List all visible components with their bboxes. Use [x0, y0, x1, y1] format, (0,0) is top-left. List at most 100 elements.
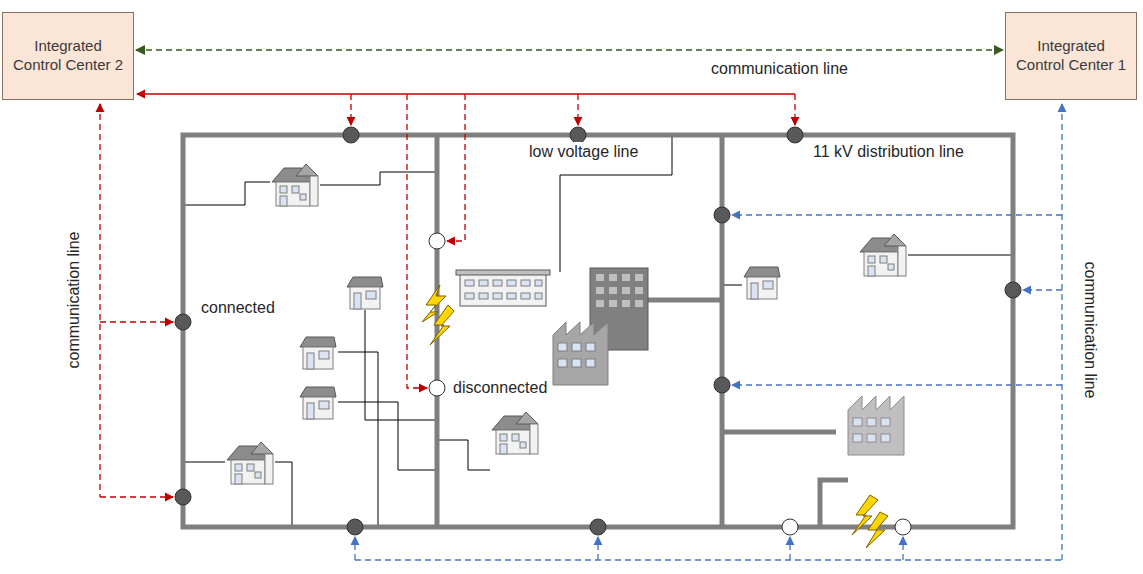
factory-building: [853, 434, 862, 442]
control-line-cc1: [732, 214, 1062, 215]
factory-building: [853, 418, 890, 442]
factory-building: [558, 343, 567, 351]
factory-building: [586, 359, 595, 367]
apartment-building: [535, 280, 542, 286]
fault-lightning: [430, 305, 454, 345]
control-line-cc2: [100, 321, 173, 322]
switch-closed: [570, 127, 586, 143]
distribution-line: [183, 135, 1013, 527]
box-text: Integrated Control Center 1: [1014, 37, 1128, 75]
control-line-cc2: [100, 496, 173, 497]
low-voltage-wire: [320, 172, 437, 185]
factory-building: [853, 418, 862, 426]
low-voltage-wire: [365, 310, 437, 420]
factory-building: [848, 396, 904, 455]
factory-building: [572, 343, 581, 351]
switch-open: [782, 519, 798, 535]
map-label: low voltage line: [526, 142, 641, 161]
control-line-cc1: [1023, 289, 1062, 290]
apartment-building: [465, 280, 542, 299]
switch-closed: [714, 377, 730, 393]
switch-closed: [175, 489, 191, 505]
house-icon: [300, 387, 336, 419]
factory-building: [558, 359, 567, 367]
control-center-box: Integrated Control Center 2: [2, 12, 134, 100]
office-building: [622, 287, 630, 294]
low-voltage-wire: [183, 182, 270, 205]
apartment-building: [493, 293, 502, 299]
switch-closed: [347, 519, 363, 535]
apartment-building: [521, 280, 530, 286]
house-icon: [492, 412, 538, 454]
house-icon: [227, 442, 273, 484]
factory-building: [881, 418, 890, 426]
control-line-cc2: [447, 94, 465, 241]
control-line-cc1: [354, 537, 355, 560]
switch-open: [895, 519, 911, 535]
switch-closed: [787, 127, 803, 143]
apartment-building: [465, 293, 474, 299]
box-text: Integrated Control Center 2: [11, 37, 125, 75]
factory-building: [881, 434, 890, 442]
apartment-building: [479, 293, 488, 299]
distribution-line: [183, 135, 1013, 527]
control-line-cc2: [407, 94, 427, 388]
control-line-cc2: [137, 93, 795, 94]
office-building: [635, 300, 643, 307]
switch-closed: [1005, 282, 1021, 298]
control-center-box: Integrated Control Center 1: [1005, 12, 1137, 100]
office-building: [622, 274, 630, 281]
link-label: communication line: [708, 59, 851, 78]
factory-building: [867, 434, 876, 442]
factory-building: [848, 396, 904, 455]
office-building: [609, 287, 617, 294]
distribution-line: [435, 135, 440, 527]
low-voltage-wire: [183, 462, 225, 463]
control-line-cc2: [99, 104, 100, 497]
factory-building: [867, 418, 876, 426]
control-line-cc2: [100, 94, 795, 497]
map-label: connected: [198, 298, 278, 317]
low-voltage-wire: [183, 135, 1013, 527]
control-line-cc1: [355, 559, 1062, 560]
fault-lightning: [422, 285, 888, 548]
distribution-line: [820, 480, 848, 527]
distribution-line: [648, 298, 722, 303]
communication-link: [136, 49, 1003, 51]
factory-building: [553, 322, 608, 385]
low-voltage-wire: [338, 352, 378, 527]
house-icon: [860, 234, 906, 276]
apartment-building: [465, 280, 474, 286]
control-line-cc2: [350, 94, 351, 125]
low-voltage-wire: [275, 462, 292, 527]
office-building: [596, 274, 604, 281]
distribution-line: [720, 135, 725, 527]
factory-building: [558, 343, 595, 367]
apartment-building: [479, 280, 488, 286]
control-line-cc1: [1061, 104, 1062, 560]
control-line-cc1: [597, 537, 598, 560]
control-line-cc2: [794, 94, 795, 125]
office-building: [596, 287, 604, 294]
office-building: [635, 274, 643, 281]
control-line-cc2: [100, 94, 795, 497]
switch-open: [429, 233, 911, 535]
switch-closed: [175, 127, 1021, 535]
switch-closed: [343, 127, 359, 143]
apartment-building: [460, 274, 546, 306]
line-caption: communication line: [64, 229, 83, 372]
house-icon: [347, 277, 383, 309]
apartment-building: [535, 293, 542, 299]
office-building: [609, 300, 617, 307]
distribution-line: [722, 430, 836, 435]
switch-closed: [590, 519, 606, 535]
apartment-building: [521, 293, 530, 299]
office-building: [635, 287, 643, 294]
office-building: [596, 274, 643, 307]
office-building: [596, 300, 604, 307]
control-line-cc1: [355, 104, 1062, 560]
apartment-building: [456, 270, 550, 275]
control-line-cc1: [732, 384, 1062, 385]
apartment-building: [493, 280, 502, 286]
